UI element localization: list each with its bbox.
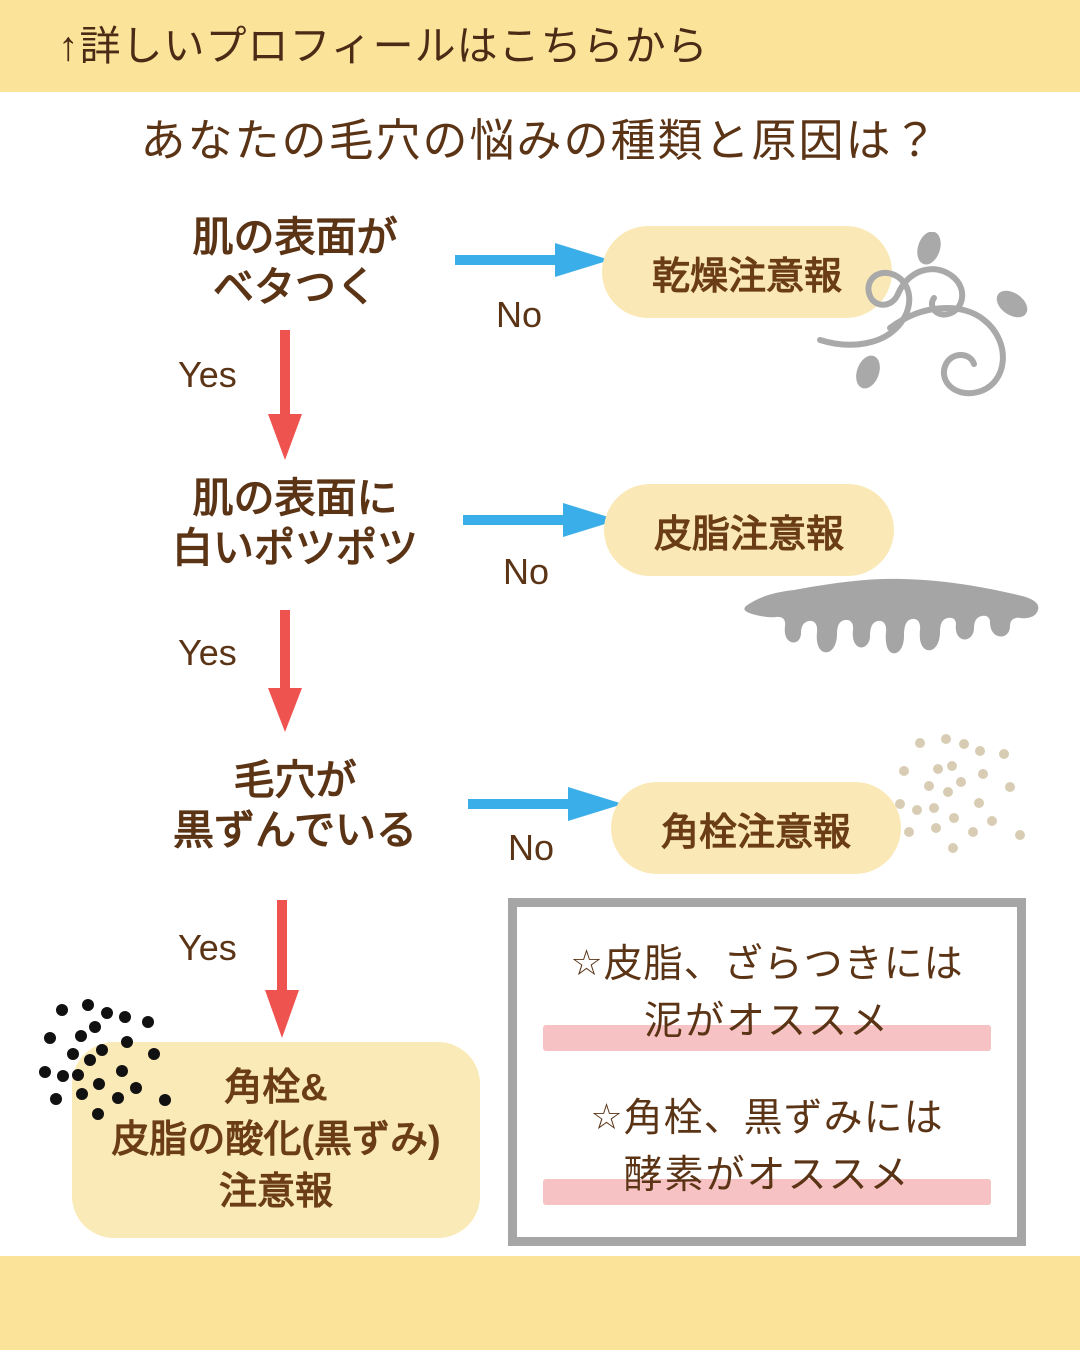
question-1: 肌の表面が ベタつく [120, 212, 470, 312]
profile-link-text[interactable]: ↑詳しいプロフィールはこちらから [58, 23, 709, 69]
question-2-line-2: 白いポツポツ [172, 525, 418, 571]
no-label-1: No [496, 294, 543, 335]
question-1-line-2: ベタつく [213, 264, 377, 310]
oil-drip-icon [744, 578, 1039, 654]
result-pill-1: 乾燥注意報 [602, 226, 892, 318]
bottom-yellow-band [0, 1256, 1080, 1350]
final-result-line-1: 角栓& [224, 1067, 328, 1109]
no-label-2: No [503, 551, 550, 592]
result-pill-3: 角栓注意報 [611, 782, 901, 874]
pore-speckle-icon [895, 734, 1025, 853]
pink-highlight-1 [543, 1025, 991, 1051]
recommendation-1: ☆皮脂、ざらつきには 泥がオススメ [517, 935, 1017, 1055]
yes-arrow-3-icon [265, 900, 299, 1038]
yes-label-3: Yes [178, 927, 237, 968]
recommendation-2-line-2: 酵素がオススメ [623, 1154, 911, 1197]
recommendation-box: ☆皮脂、ざらつきには 泥がオススメ ☆角栓、黒ずみには 酵素がオススメ [508, 898, 1026, 1246]
recommendation-1-line-2: 泥がオススメ [643, 1000, 890, 1043]
blackhead-speckle-icon [39, 999, 171, 1120]
yes-label-1: Yes [178, 354, 237, 395]
final-result-box: 角栓& 皮脂の酸化(黒ずみ) 注意報 [72, 1042, 480, 1238]
recommendation-2-line-1: 角栓、黒ずみには [623, 1097, 944, 1140]
yes-label-2: Yes [178, 632, 237, 673]
final-result-line-2: 皮脂の酸化(黒ずみ) [111, 1119, 441, 1161]
recommendation-2: ☆角栓、黒ずみには 酵素がオススメ [517, 1089, 1017, 1209]
question-3-line-1: 毛穴が [233, 757, 357, 803]
recommendation-1-highlighted-line: 泥がオススメ [517, 993, 1017, 1055]
yes-arrow-2-icon [268, 610, 302, 732]
no-arrow-3-icon [468, 787, 623, 821]
recommendation-2-highlighted-line: 酵素がオススメ [517, 1147, 1017, 1209]
question-3: 毛穴が 黒ずんでいる [115, 755, 475, 855]
recommendation-1-line-1: 皮脂、ざらつきには [603, 943, 964, 986]
question-2-line-1: 肌の表面に [192, 475, 398, 521]
question-3-line-2: 黒ずんでいる [173, 807, 417, 853]
question-1-line-1: 肌の表面が [192, 214, 398, 260]
no-arrow-2-icon [463, 503, 618, 537]
recommendation-1-line-1-wrap: ☆皮脂、ざらつきには [517, 935, 1017, 993]
wind-swirl-icon [817, 232, 1028, 397]
star-icon: ☆ [590, 1096, 624, 1137]
no-arrow-1-icon [455, 243, 610, 277]
final-result-line-3: 注意報 [218, 1171, 333, 1213]
no-label-3: No [508, 827, 555, 868]
result-pill-2: 皮脂注意報 [604, 484, 894, 576]
page-title: あなたの毛穴の悩みの種類と原因は？ [140, 115, 940, 166]
question-2: 肌の表面に 白いポツポツ [110, 473, 480, 573]
pink-highlight-2 [543, 1179, 991, 1205]
yes-arrow-1-icon [268, 330, 302, 460]
recommendation-2-line-1-wrap: ☆角栓、黒ずみには [517, 1089, 1017, 1147]
star-icon: ☆ [570, 942, 604, 983]
top-yellow-band [0, 0, 1080, 92]
